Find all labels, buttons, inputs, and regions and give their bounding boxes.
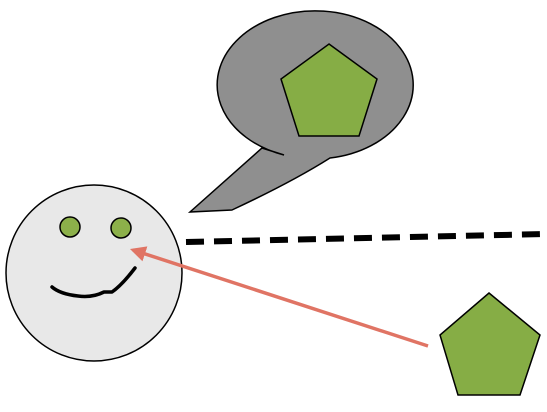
- smiley-face-icon: [5, 184, 183, 362]
- dashed-line: [185, 231, 547, 245]
- right-eye-icon: [110, 217, 132, 239]
- speech-bubble-icon: [187, 10, 414, 213]
- thought-pentagon-icon: [280, 43, 378, 137]
- mouth-icon: [50, 266, 137, 299]
- face-circle: [5, 184, 183, 362]
- object-pentagon-icon: [439, 292, 541, 396]
- sight-arrow: [130, 246, 429, 348]
- left-eye-icon: [59, 216, 81, 238]
